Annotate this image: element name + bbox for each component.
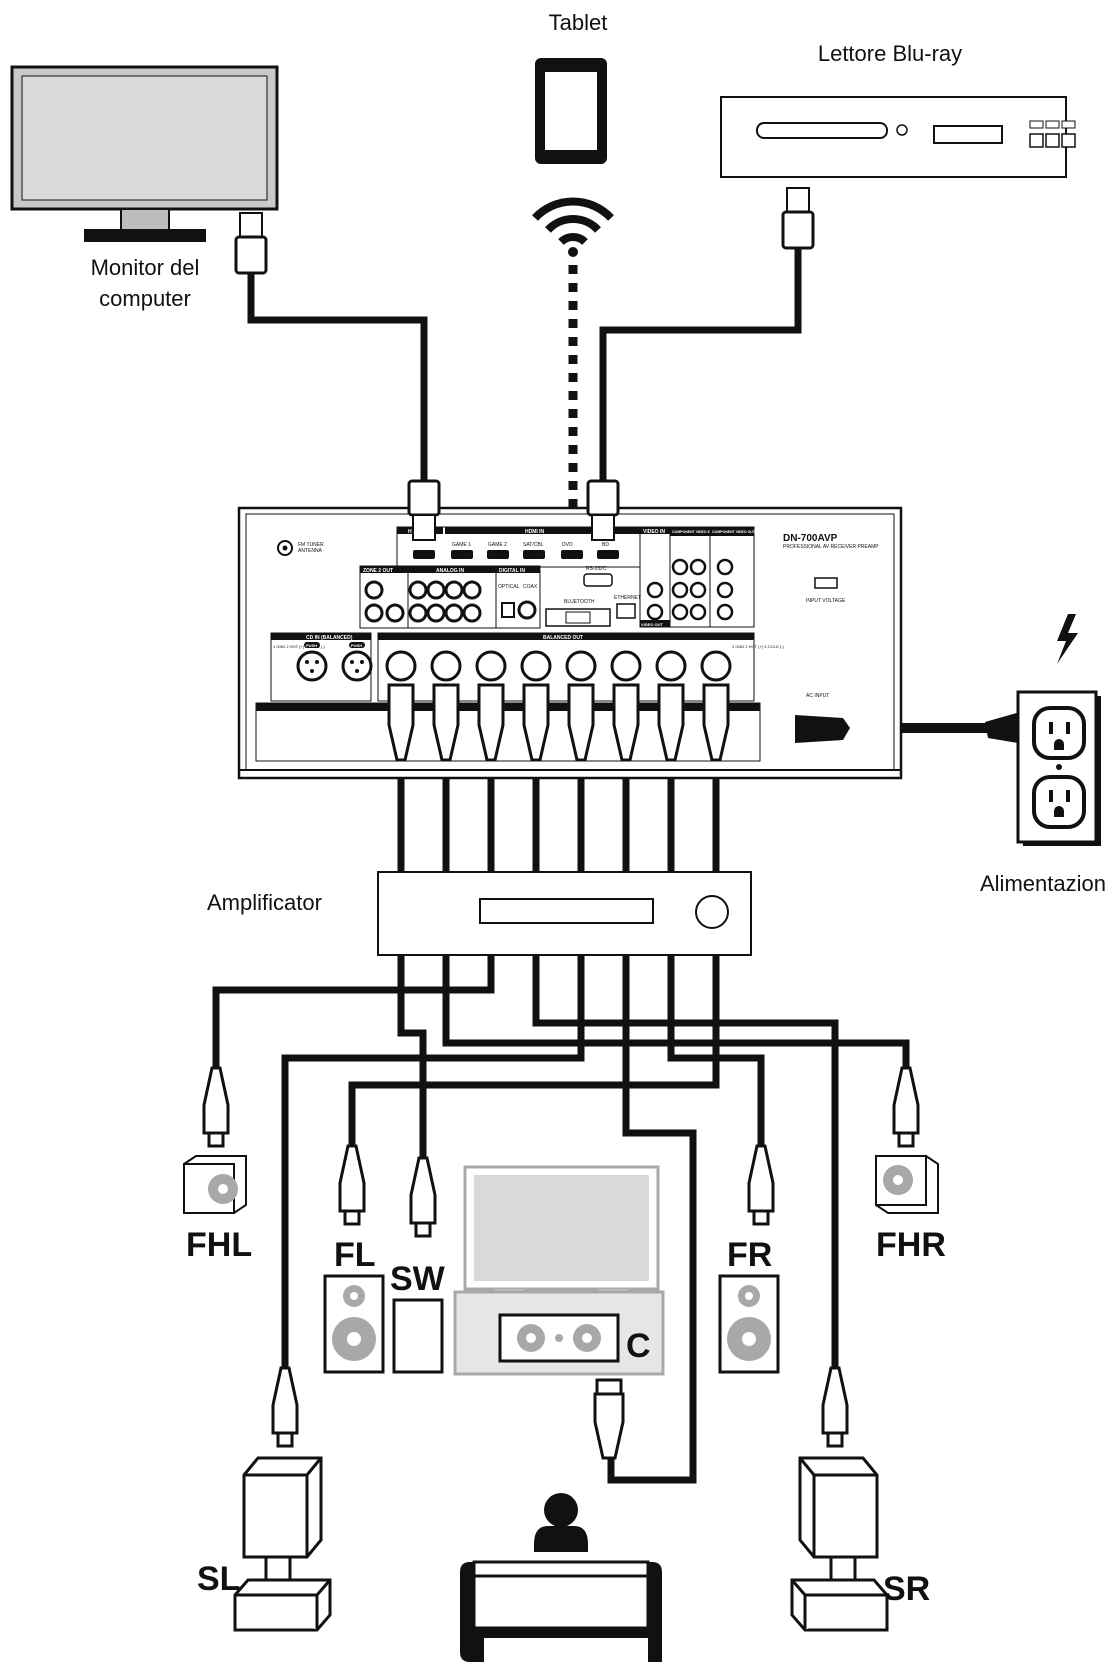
monitor-label-1: Monitor del: [91, 255, 200, 280]
bluray-player: [720, 96, 1076, 178]
video-in-label: VIDEO IN: [643, 529, 665, 535]
power-label: Alimentazion: [980, 871, 1106, 896]
monitor-label-2: computer: [99, 286, 191, 311]
model-label: DN-700AVP: [783, 533, 838, 544]
balanced-out-label: BALANCED OUT: [543, 635, 583, 641]
component-video-out-label: COMPONENT VIDEO OUT: [712, 530, 756, 534]
computer-monitor: [10, 65, 279, 242]
game1-label: GAME 1: [452, 542, 471, 548]
speaker-xlr-plugs: [202, 1066, 920, 1460]
sofa: [460, 1560, 662, 1662]
speaker-sw-label: SW: [390, 1260, 446, 1298]
speaker-fhr: [875, 1155, 939, 1214]
speaker-fl-label: FL: [334, 1236, 376, 1274]
analog-in-label: ANALOG IN: [436, 568, 464, 574]
ac-input-label: AC INPUT: [806, 693, 829, 699]
rs232c-label: RS-232C: [586, 566, 607, 572]
speaker-c: [498, 1313, 620, 1363]
speaker-sr: [790, 1456, 889, 1632]
zone2-out-label: ZONE 2 OUT: [363, 568, 393, 574]
amplifier-label: Amplificator: [207, 890, 322, 915]
dvd-label: DVD: [562, 542, 573, 548]
speaker-fl: [323, 1274, 385, 1374]
amplifier: [377, 871, 752, 956]
bd-label: BD: [602, 542, 609, 548]
pin-legend-right: 1 GND 2 HOT (+) 3 COLD (-): [732, 644, 784, 649]
digital-in-label: DIGITAL IN: [499, 568, 525, 574]
television: [463, 1165, 660, 1294]
hdmi-plug-monitor: [234, 212, 268, 275]
component-video-in-label: COMPONENT VIDEO IN: [672, 530, 712, 534]
push-label-2: PUSH: [351, 643, 362, 648]
receiver-rear-panel: FM TUNER ANTENNA HD HDMI IN GAME 1 GAME …: [237, 506, 903, 780]
video-out-label: VIDEO OUT: [641, 622, 664, 627]
speaker-fhr-label: FHR: [876, 1226, 946, 1264]
speaker-sl-label: SL: [197, 1560, 240, 1598]
hdmi-in-label: HDMI IN: [525, 529, 545, 535]
power-outlet-icon: [1016, 690, 1101, 846]
optical-label: OPTICAL: [498, 584, 520, 590]
speaker-sw: [392, 1298, 444, 1374]
coax-label: COAX: [523, 584, 538, 590]
game2-label: GAME 2: [488, 542, 507, 548]
hdmi-plug-bluray: [781, 187, 815, 250]
hdmi-plug-receiver-out: [407, 479, 441, 541]
hdmi-out-label: HD: [408, 529, 416, 535]
push-label-1: PUSH: [306, 643, 317, 648]
tablet: [535, 58, 607, 164]
xlr-plugs: [387, 683, 730, 762]
lightning-icon: [1057, 614, 1078, 664]
antenna-label: ANTENNA: [298, 548, 323, 554]
speaker-fr-label: FR: [727, 1236, 772, 1274]
hdmi-plug-receiver-bd: [586, 479, 620, 541]
satcbl-label: SAT/CBL: [523, 542, 544, 548]
speaker-fhl: [183, 1155, 247, 1214]
ethernet-label: ETHERNET: [614, 595, 641, 601]
speaker-c-label: C: [626, 1327, 651, 1365]
speaker-fr: [718, 1274, 780, 1374]
cables: [212, 245, 1000, 1484]
pin-legend-left: 1 GND 2 HOT (+) 3 COLD (-): [273, 644, 325, 649]
input-voltage-label: INPUT VOLTAGE: [806, 598, 846, 604]
speaker-sl: [233, 1456, 332, 1632]
bluetooth-label: BLUETOOTH: [564, 599, 595, 605]
fm-tuner-label: FM TUNER: [298, 542, 324, 548]
speaker-fhl-label: FHL: [186, 1226, 252, 1264]
bluray-label: Lettore Blu-ray: [818, 41, 962, 66]
cd-in-balanced-label: CD IN (BALANCED): [306, 635, 353, 641]
model-subtitle: PROFESSIONAL AV RECEIVER PREAMP: [783, 544, 879, 550]
tablet-label: Tablet: [549, 10, 608, 35]
wifi-icon: [532, 197, 614, 257]
ac-plug-receiver: [795, 715, 850, 743]
speaker-sr-label: SR: [883, 1570, 930, 1608]
person-icon: [534, 1493, 588, 1552]
